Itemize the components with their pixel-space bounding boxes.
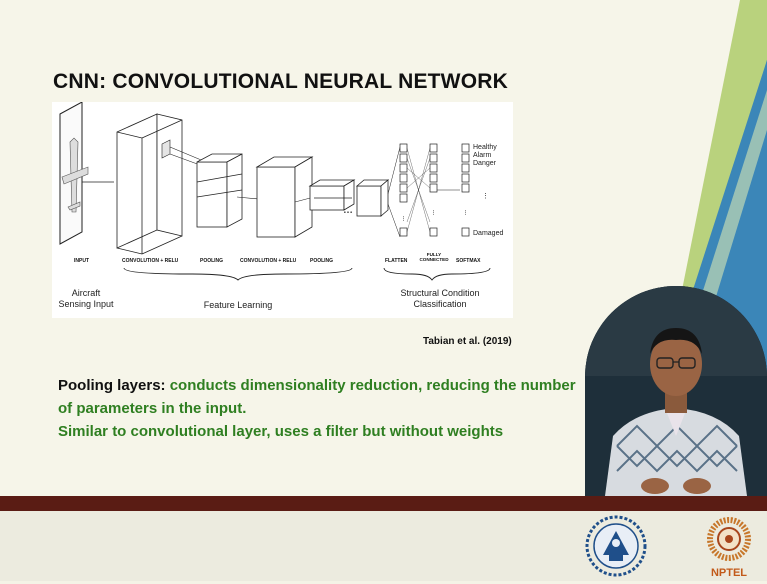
layer-label-softmax: SOFTMAX bbox=[456, 258, 481, 264]
layer-label-conv2: CONVOLUTION + RELU bbox=[240, 258, 297, 264]
flatten-column bbox=[399, 143, 408, 237]
citation: Tabian et al. (2019) bbox=[423, 336, 512, 347]
iit-logo bbox=[585, 515, 647, 577]
layer-label-flatten: FLATTEN bbox=[385, 258, 408, 264]
svg-text:⋮: ⋮ bbox=[401, 215, 406, 222]
fc-connections bbox=[406, 147, 431, 233]
svg-text:• • •: • • • bbox=[344, 210, 352, 216]
cnn-diagram: • • • ⋮ bbox=[52, 102, 513, 318]
softmax-column bbox=[461, 143, 470, 237]
pool2-block bbox=[308, 179, 356, 211]
airplane-icon bbox=[61, 137, 89, 213]
svg-text:⋮: ⋮ bbox=[431, 209, 436, 216]
layer-label-conv1: CONVOLUTION + RELU bbox=[122, 258, 179, 264]
pool1-block bbox=[196, 153, 243, 228]
layer-label-pool2: POOLING bbox=[310, 258, 333, 264]
presenter-video bbox=[585, 286, 767, 496]
fc-column bbox=[429, 143, 438, 237]
caption-feature-learning: Feature Learning bbox=[204, 300, 273, 310]
conv1-block bbox=[116, 113, 183, 255]
class-label-danger: Danger bbox=[473, 160, 497, 167]
nptel-logo: NPTEL bbox=[700, 513, 758, 579]
footer bbox=[0, 511, 767, 581]
slide-title: CNN: CONVOLUTIONAL NEURAL NETWORK bbox=[53, 70, 508, 93]
svg-text:⋮: ⋮ bbox=[482, 193, 489, 200]
class-label-damaged: Damaged bbox=[473, 230, 503, 237]
slide-body: Pooling layers: conducts dimensionality … bbox=[58, 374, 588, 443]
layer-label-input: INPUT bbox=[74, 258, 89, 264]
pooling-term: Pooling layers: bbox=[58, 377, 166, 394]
nptel-logo-text: NPTEL bbox=[711, 567, 747, 579]
class-label-healthy: Healthy bbox=[473, 144, 497, 151]
class-label-alarm: Alarm bbox=[473, 152, 491, 159]
svg-text:⋮: ⋮ bbox=[463, 209, 468, 216]
similarity-note: Similar to convolutional layer, uses a f… bbox=[58, 423, 504, 440]
pooling-description: conducts dimensionality reduction, reduc… bbox=[58, 377, 576, 417]
feature-learning-brace bbox=[123, 267, 353, 281]
footer-bar bbox=[0, 496, 767, 511]
classification-brace bbox=[383, 267, 491, 281]
conv2-block bbox=[255, 156, 314, 238]
layer-label-pool1: POOLING bbox=[200, 258, 223, 264]
flatten-block bbox=[355, 179, 390, 217]
